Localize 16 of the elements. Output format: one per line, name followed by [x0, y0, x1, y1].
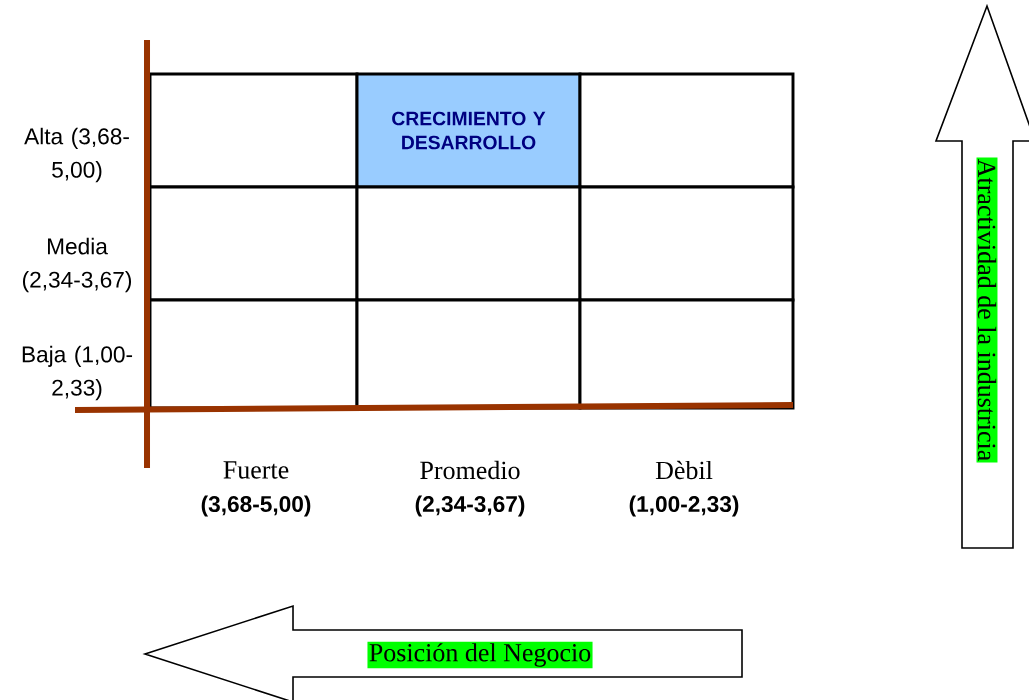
grid-cell: [578, 185, 795, 302]
column-range: (1,00-2,33): [629, 495, 739, 517]
column-label: Fuerte: [223, 461, 289, 479]
grid-cell: [578, 298, 795, 410]
column-range: (3,68-5,00): [201, 495, 311, 517]
grid-cell: [578, 72, 795, 189]
row-label: Media (2,34-3,67): [22, 237, 132, 293]
row-label: Alta (3,68-5,00): [24, 127, 129, 183]
column-label: Promedio: [420, 460, 520, 480]
column-range: (2,34-3,67): [415, 495, 525, 517]
column-label: Dèbil: [655, 460, 713, 480]
cell: CRECIMIENTO Y DESARROLLO: [355, 72, 582, 189]
row-label: Baja (1,00-2,33): [22, 345, 133, 401]
grid-cell: [355, 185, 582, 302]
grid-cell: [148, 72, 359, 189]
grid-cell: [148, 185, 359, 302]
